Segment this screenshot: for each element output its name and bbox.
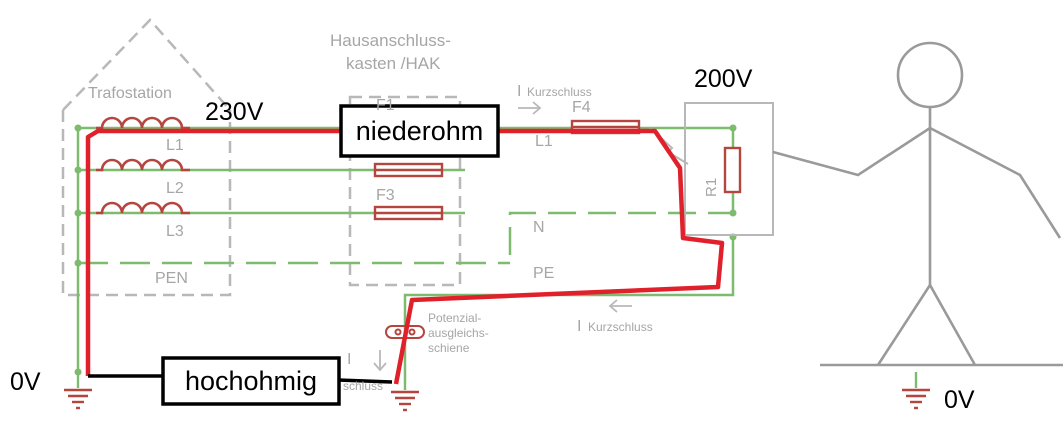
arrow-right-icon (518, 101, 542, 115)
fault-current-path (85, 128, 725, 385)
ground-middle (391, 384, 419, 412)
hochohmig-connector-right (337, 378, 393, 384)
label-l2: L2 (166, 180, 184, 197)
hak-enclosure (348, 95, 462, 287)
trafostation-roof-peak (62, 18, 231, 111)
ground-right (902, 372, 930, 410)
label-l3: L3 (166, 223, 184, 240)
resistor-icon (723, 146, 742, 194)
arrow-left-icon (608, 299, 632, 313)
ground-icon (64, 372, 930, 412)
i-kurzschluss-left-i: I (347, 351, 351, 368)
voltage-200v: 200V (694, 65, 753, 93)
stick-figure-icon (772, 41, 1063, 367)
potenzial-label-3: schiene (428, 341, 470, 355)
voltage-0v-left: 0V (10, 368, 41, 396)
trafostation-label: Trafostation (88, 85, 172, 102)
hak-label-line1: Hausanschluss- (330, 31, 451, 50)
voltage-0v-right: 0V (944, 386, 975, 414)
label-l1-load: L1 (535, 133, 553, 150)
i-kurzschluss-top-text: Kurzschluss (527, 85, 592, 99)
i-kurzschluss-bottom-i: I (577, 318, 581, 335)
i-kurzschluss-bottom-text: Kurzschluss (588, 320, 653, 334)
transformer-coil-icon (96, 116, 190, 215)
label-pe: PE (533, 265, 554, 282)
label-r1: R1 (703, 178, 720, 197)
niederohm-box (339, 104, 500, 158)
i-kurzschluss-left-text: schluss (343, 379, 383, 393)
ground-left (64, 372, 92, 410)
load-box (684, 102, 774, 236)
label-f3: F3 (376, 187, 395, 204)
i-kurzschluss-top-i: I (517, 83, 521, 100)
potenzial-label-2: ausgleichs- (428, 326, 489, 340)
label-pen: PEN (155, 270, 188, 287)
wire-n (508, 211, 733, 255)
trafostation-enclosure (61, 18, 232, 297)
niederohm-label: niederohm (356, 116, 484, 146)
potenzial-label-1: Potenzial- (428, 311, 481, 325)
label-l1: L1 (166, 137, 184, 154)
label-n: N (533, 219, 545, 236)
arrow-down-icon (373, 350, 387, 372)
hak-label-line2: kasten /HAK (346, 54, 441, 73)
trafostation-roof (61, 110, 232, 297)
hochohmig-box (161, 356, 341, 406)
hochohmig-label: hochohmig (185, 366, 317, 396)
label-f1: F1 (376, 97, 395, 114)
label-f4: F4 (572, 99, 591, 116)
voltage-230v: 230V (205, 98, 264, 126)
